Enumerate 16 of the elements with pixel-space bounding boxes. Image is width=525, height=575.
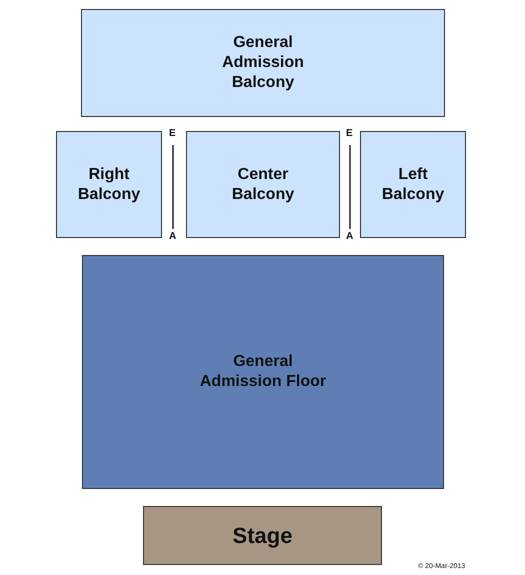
row-label: A bbox=[346, 231, 354, 242]
section-label: Stage bbox=[232, 522, 292, 548]
section-label: General Admission Balcony bbox=[221, 33, 305, 93]
stage bbox=[143, 506, 382, 565]
balcony-section bbox=[186, 131, 340, 238]
floor-section bbox=[82, 255, 444, 489]
row-label: E bbox=[169, 128, 176, 139]
balcony-section bbox=[56, 131, 162, 238]
section-label: Center Balcony bbox=[230, 164, 296, 204]
section-label: General Admission Floor bbox=[198, 352, 328, 392]
row-label: A bbox=[169, 231, 176, 242]
section-label: Left Balcony bbox=[380, 164, 446, 204]
row-label: E bbox=[346, 128, 353, 139]
section-label: Right Balcony bbox=[76, 164, 142, 204]
balcony-section bbox=[360, 131, 466, 238]
balcony-section bbox=[81, 9, 445, 117]
